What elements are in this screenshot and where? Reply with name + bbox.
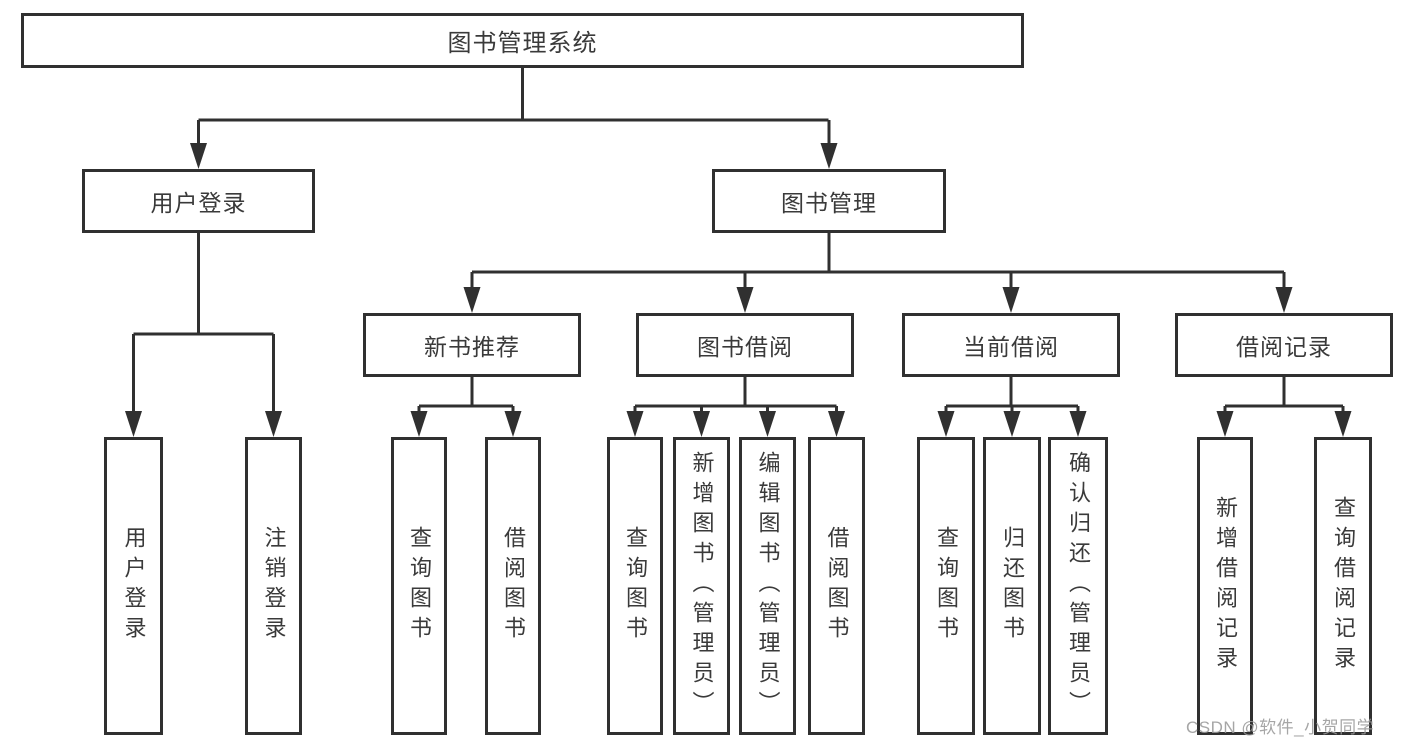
leaf-add-book-admin: 新增图书（管理员）	[673, 437, 730, 735]
arrowhead-icon	[626, 411, 644, 437]
leaf-label: 归还图书	[1000, 526, 1025, 646]
node-label: 用户登录	[150, 190, 247, 216]
leaf-label: 借阅图书	[824, 526, 850, 646]
arrowhead-icon	[937, 411, 955, 437]
leaf-query-books-2: 查询图书	[607, 437, 663, 735]
node-book-borrowing: 图书借阅	[636, 313, 854, 377]
leaf-user-login: 用户登录	[104, 437, 163, 735]
leaf-label: 用户登录	[121, 526, 147, 646]
arrowhead-icon	[265, 411, 282, 437]
arrowhead-icon	[1275, 287, 1293, 313]
node-label: 图书借阅	[697, 334, 793, 360]
leaf-add-borrow-record: 新增借阅记录	[1197, 437, 1253, 735]
node-label: 借阅记录	[1236, 334, 1332, 360]
arrowhead-icon	[1003, 411, 1021, 437]
arrowhead-icon	[693, 411, 710, 437]
arrowhead-icon	[410, 411, 428, 437]
arrowhead-icon	[1069, 411, 1087, 437]
node-user-login: 用户登录	[82, 169, 315, 233]
node-current-borrowing: 当前借阅	[902, 313, 1120, 377]
arrowhead-icon	[736, 287, 754, 313]
leaf-logout: 注销登录	[245, 437, 302, 735]
leaf-label: 查询图书	[623, 526, 648, 646]
arrowhead-icon	[125, 411, 142, 437]
leaf-label: 确认归还（管理员）	[1066, 451, 1091, 721]
arrowhead-icon	[828, 411, 845, 437]
node-book-management: 图书管理	[712, 169, 946, 233]
node-borrowing-records: 借阅记录	[1175, 313, 1393, 377]
arrowhead-icon	[1334, 411, 1352, 437]
arrowhead-icon	[504, 411, 522, 437]
csdn-watermark: CSDN @软件_小贺同学	[1186, 718, 1375, 737]
leaf-query-borrow-record: 查询借阅记录	[1314, 437, 1372, 735]
node-library-management-system: 图书管理系统	[21, 13, 1024, 68]
leaf-return-book: 归还图书	[983, 437, 1041, 735]
arrowhead-icon	[820, 143, 838, 169]
arrowhead-icon	[1216, 411, 1234, 437]
leaf-borrow-books-1: 借阅图书	[485, 437, 541, 735]
node-new-book-recommendation: 新书推荐	[363, 313, 581, 377]
leaf-label: 查询借阅记录	[1331, 496, 1356, 676]
arrowhead-icon	[759, 411, 776, 437]
leaf-label: 查询图书	[934, 526, 959, 646]
node-label: 当前借阅	[963, 334, 1059, 360]
leaf-label: 查询图书	[407, 526, 432, 646]
leaf-borrow-books-2: 借阅图书	[808, 437, 865, 735]
leaf-query-books-1: 查询图书	[391, 437, 447, 735]
leaf-label: 借阅图书	[501, 526, 526, 646]
leaf-label: 编辑图书（管理员）	[755, 451, 781, 721]
leaf-label: 新增借阅记录	[1213, 496, 1238, 676]
arrowhead-icon	[190, 143, 207, 169]
leaf-edit-book-admin: 编辑图书（管理员）	[739, 437, 796, 735]
node-label: 新书推荐	[424, 334, 520, 360]
arrowhead-icon	[463, 287, 481, 313]
arrowhead-icon	[1002, 287, 1020, 313]
leaf-label: 注销登录	[261, 526, 287, 646]
node-label: 图书管理系统	[447, 30, 598, 57]
node-label: 图书管理	[781, 190, 877, 216]
leaf-label: 新增图书（管理员）	[689, 451, 715, 721]
leaf-query-books-3: 查询图书	[917, 437, 975, 735]
leaf-confirm-return-admin: 确认归还（管理员）	[1048, 437, 1108, 735]
